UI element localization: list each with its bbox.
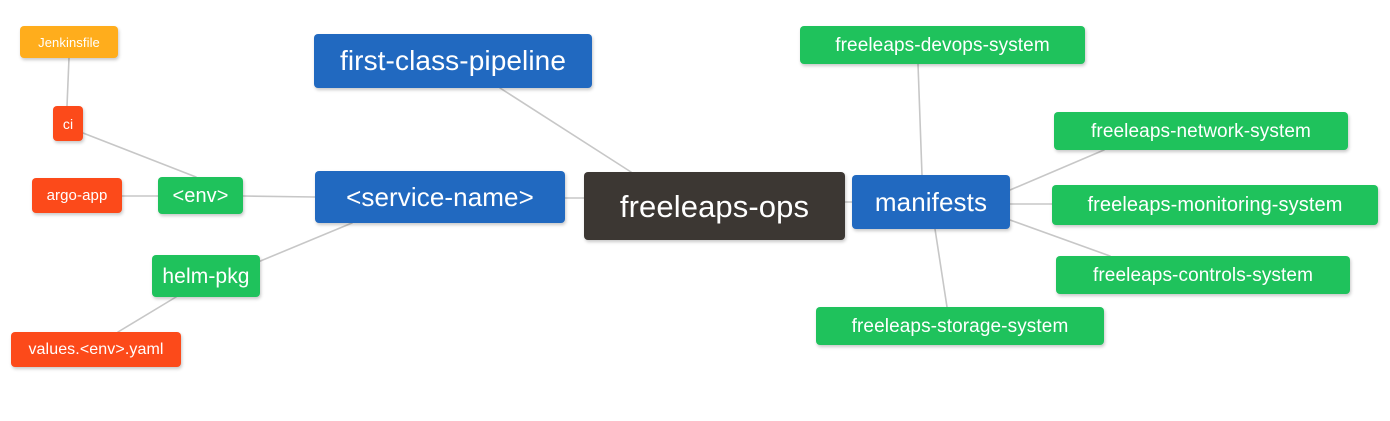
- mindmap-node-ci[interactable]: ci: [53, 106, 83, 141]
- mindmap-node-freeleaps-ops[interactable]: freeleaps-ops: [584, 172, 845, 240]
- edge-jenkinsfile-to-ci: [66, 57, 70, 107]
- mindmap-node-values-env-yaml[interactable]: values.<env>.yaml: [11, 332, 181, 367]
- mindmap-node-freeleaps-controls-system[interactable]: freeleaps-controls-system: [1056, 256, 1350, 294]
- edge-manifests-to-freeleaps-network-system: [1009, 149, 1105, 191]
- mindmap-node-freeleaps-devops-system[interactable]: freeleaps-devops-system: [800, 26, 1085, 64]
- mindmap-node-freeleaps-monitoring-system[interactable]: freeleaps-monitoring-system: [1052, 185, 1378, 225]
- mindmap-node-manifests[interactable]: manifests: [852, 175, 1010, 229]
- mindmap-node-service-name[interactable]: <service-name>: [315, 171, 565, 223]
- edge-env-to-service-name: [242, 195, 316, 198]
- edge-helm-pkg-to-service-name: [257, 222, 353, 263]
- mindmap-node-first-class-pipeline[interactable]: first-class-pipeline: [314, 34, 592, 88]
- mindmap-node-freeleaps-storage-system[interactable]: freeleaps-storage-system: [816, 307, 1104, 345]
- edge-first-class-pipeline-to-freeleaps-ops: [499, 87, 632, 173]
- edge-manifests-to-freeleaps-controls-system: [1009, 219, 1111, 257]
- mindmap-node-freeleaps-network-system[interactable]: freeleaps-network-system: [1054, 112, 1348, 150]
- mindmap-node-argo-app[interactable]: argo-app: [32, 178, 122, 213]
- edge-ci-to-env: [82, 132, 197, 178]
- edge-values-env-yaml-to-helm-pkg: [117, 296, 177, 333]
- mindmap-node-jenkinsfile[interactable]: Jenkinsfile: [20, 26, 118, 58]
- edge-manifests-to-freeleaps-devops-system: [917, 63, 923, 176]
- mindmap-node-helm-pkg[interactable]: helm-pkg: [152, 255, 260, 297]
- edge-manifests-to-freeleaps-storage-system: [934, 228, 948, 308]
- mindmap-node-env[interactable]: <env>: [158, 177, 243, 214]
